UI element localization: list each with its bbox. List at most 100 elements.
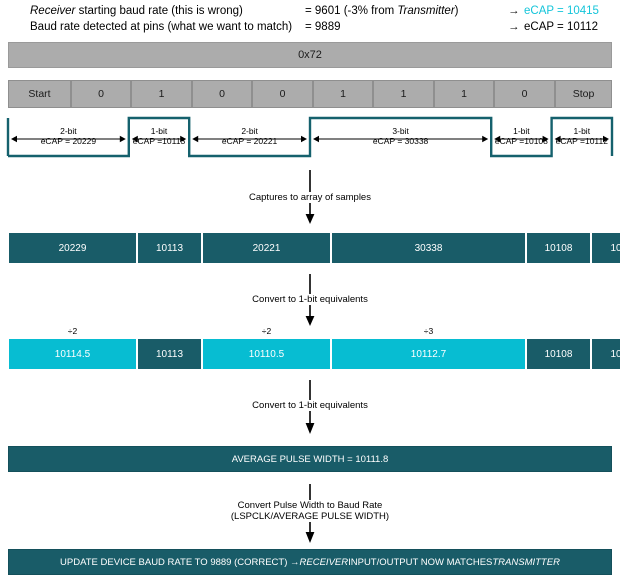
waveform-segment-ecap: eCAP = 20221 [221, 136, 278, 146]
waveform-segment-bits: 1-bit [573, 126, 591, 136]
flow-arrow-2: Convert to 1-bit equivalents [0, 274, 620, 327]
waveform-segment-bits: 3-bit [392, 126, 409, 136]
average-pulse-width-bar: AVERAGE PULSE WIDTH = 10111.8 [8, 446, 612, 472]
arrow-down-stem-icon [309, 274, 311, 294]
header-row-1-ecap-value: eCAP = 10415 [524, 5, 599, 17]
waveform-segment-bits: 2-bit [241, 126, 258, 136]
result-bar: UPDATE DEVICE BAUD RATE TO 9889 (CORRECT… [8, 549, 612, 575]
bit-cell-label: 0 [521, 88, 528, 100]
data-cell: 30338 [331, 232, 526, 264]
bit-cell: 0 [71, 80, 131, 108]
arrow-down-stem-icon [309, 170, 311, 192]
arrow-down-stem-icon [309, 484, 311, 500]
header-row-2-arrow-icon: → [508, 21, 520, 33]
bit-cell-label: 1 [340, 88, 346, 100]
bit-cell-label: 1 [400, 88, 407, 100]
data-cell: 10113 [137, 338, 202, 370]
header-row-1: Receiver starting baud rate (this is wro… [8, 3, 612, 19]
flow-arrow-1: Captures to array of samples [0, 170, 620, 225]
bit-cell: 1 [313, 80, 373, 108]
header-row-1-value-pre: = 9601 (-3% from [305, 5, 398, 17]
result-bar-pre: UPDATE DEVICE BAUD RATE TO 9889 (CORRECT… [60, 556, 300, 568]
data-cell-value: 30338 [414, 242, 443, 254]
bit-cell: 0 [192, 80, 252, 108]
bit-cell: Stop [555, 80, 612, 108]
data-cell-value: 20221 [252, 242, 281, 254]
header-row-1-arrow-icon: → [508, 5, 520, 17]
header-row-1-label: Receiver starting baud rate (this is wro… [30, 3, 243, 19]
data-cell: 10108 [526, 232, 591, 264]
arrow-down-head-icon [305, 203, 315, 224]
bit-cell: 1 [373, 80, 434, 108]
flow-arrow-3-label: Convert to 1-bit equivalents [252, 400, 368, 411]
data-cell: 10112 [591, 232, 620, 264]
bit-cell: 0 [494, 80, 555, 108]
bit-cell-label: 1 [461, 88, 467, 100]
result-transmitter-emphasis: TRANSMITTER [492, 556, 560, 568]
data-cell-value: 10112.7 [410, 348, 447, 360]
bit-cell-label: Stop [572, 88, 595, 100]
data-cell: 10110.5 [202, 338, 331, 370]
header-row-1-value-post: ) [454, 5, 459, 17]
header-row-2-label: Baud rate detected at pins (what we want… [30, 21, 293, 33]
bit-cell: 1 [434, 80, 494, 108]
data-cell-value: 10114.5 [54, 348, 91, 360]
bit-frame-row: Start 0 1 0 0 1 1 1 0 Stop [8, 80, 612, 108]
data-cell: 10108 [526, 338, 591, 370]
data-cell-value: 10113 [155, 242, 184, 254]
flow-arrow-4-label-line1: Convert Pulse Width to Baud Rate [237, 500, 383, 511]
data-cell-value: 10113 [155, 348, 184, 360]
receiver-emphasis: Receiver [30, 5, 76, 17]
data-cell: 20221 [202, 232, 331, 264]
waveform-segment-ecap: eCAP =10112 [555, 136, 608, 146]
result-bar-mid: INPUT/OUTPUT NOW MATCHES [348, 556, 493, 568]
data-cell: 10113 [137, 232, 202, 264]
transmitter-emphasis: Transmitter [397, 5, 455, 17]
header-block: Receiver starting baud rate (this is wro… [8, 3, 612, 37]
waveform-segment-ecap: eCAP =10113 [132, 136, 186, 146]
bit-cell-label: Start [28, 88, 51, 100]
header-row-2: Baud rate detected at pins (what we want… [8, 19, 612, 35]
header-row-1-value: = 9601 (-3% from Transmitter) [305, 3, 459, 19]
bit-cell-label: 0 [279, 88, 286, 100]
waveform-segment-bits: 1-bit [513, 126, 530, 136]
bit-cell: 1 [131, 80, 192, 108]
header-row-1-label-rest: starting baud rate (this is wrong) [75, 5, 243, 17]
bit-cell-label: 1 [158, 88, 165, 100]
flow-arrow-1-label: Captures to array of samples [249, 192, 371, 203]
waveform-segment-ecap: eCAP = 30338 [372, 136, 429, 146]
waveform-segment-ecap: eCAP =10108 [494, 136, 548, 146]
data-cell-value: 10112 [610, 242, 620, 254]
bit-cell: 0 [252, 80, 313, 108]
arrow-down-head-icon [305, 411, 315, 434]
data-cell: 10112 [591, 338, 620, 370]
bit-cell: Start [8, 80, 71, 108]
waveform-segment-ecap: eCAP = 20229 [40, 136, 97, 146]
bit-cell-label: 0 [219, 88, 225, 100]
arrow-down-head-icon [305, 305, 315, 326]
data-cell: 10114.5 [8, 338, 137, 370]
divisor-label: ÷2 [67, 326, 78, 336]
arrow-down-stem-icon [309, 380, 311, 400]
flow-arrow-3: Convert to 1-bit equivalents [0, 380, 620, 435]
flow-arrow-4-label-line2: (LSPCLK/AVERAGE PULSE WIDTH) [230, 511, 390, 522]
arrow-down-head-icon [305, 522, 315, 543]
data-cell-value: 10108 [544, 348, 573, 360]
header-row-2-value: = 9889 [305, 21, 341, 33]
header-row-2-ecap-value: eCAP = 10112 [524, 21, 599, 33]
data-cell-value: 10112 [610, 348, 620, 360]
result-receiver-emphasis: RECEIVER [299, 556, 349, 568]
data-cell-value: 10110.5 [248, 348, 285, 360]
bit-cell-label: 0 [98, 88, 104, 100]
flow-arrow-4: Convert Pulse Width to Baud Rate (LSPCLK… [0, 484, 620, 544]
waveform-segment-bits: 2-bit [60, 126, 77, 136]
data-cell: 10112.7 [331, 338, 526, 370]
